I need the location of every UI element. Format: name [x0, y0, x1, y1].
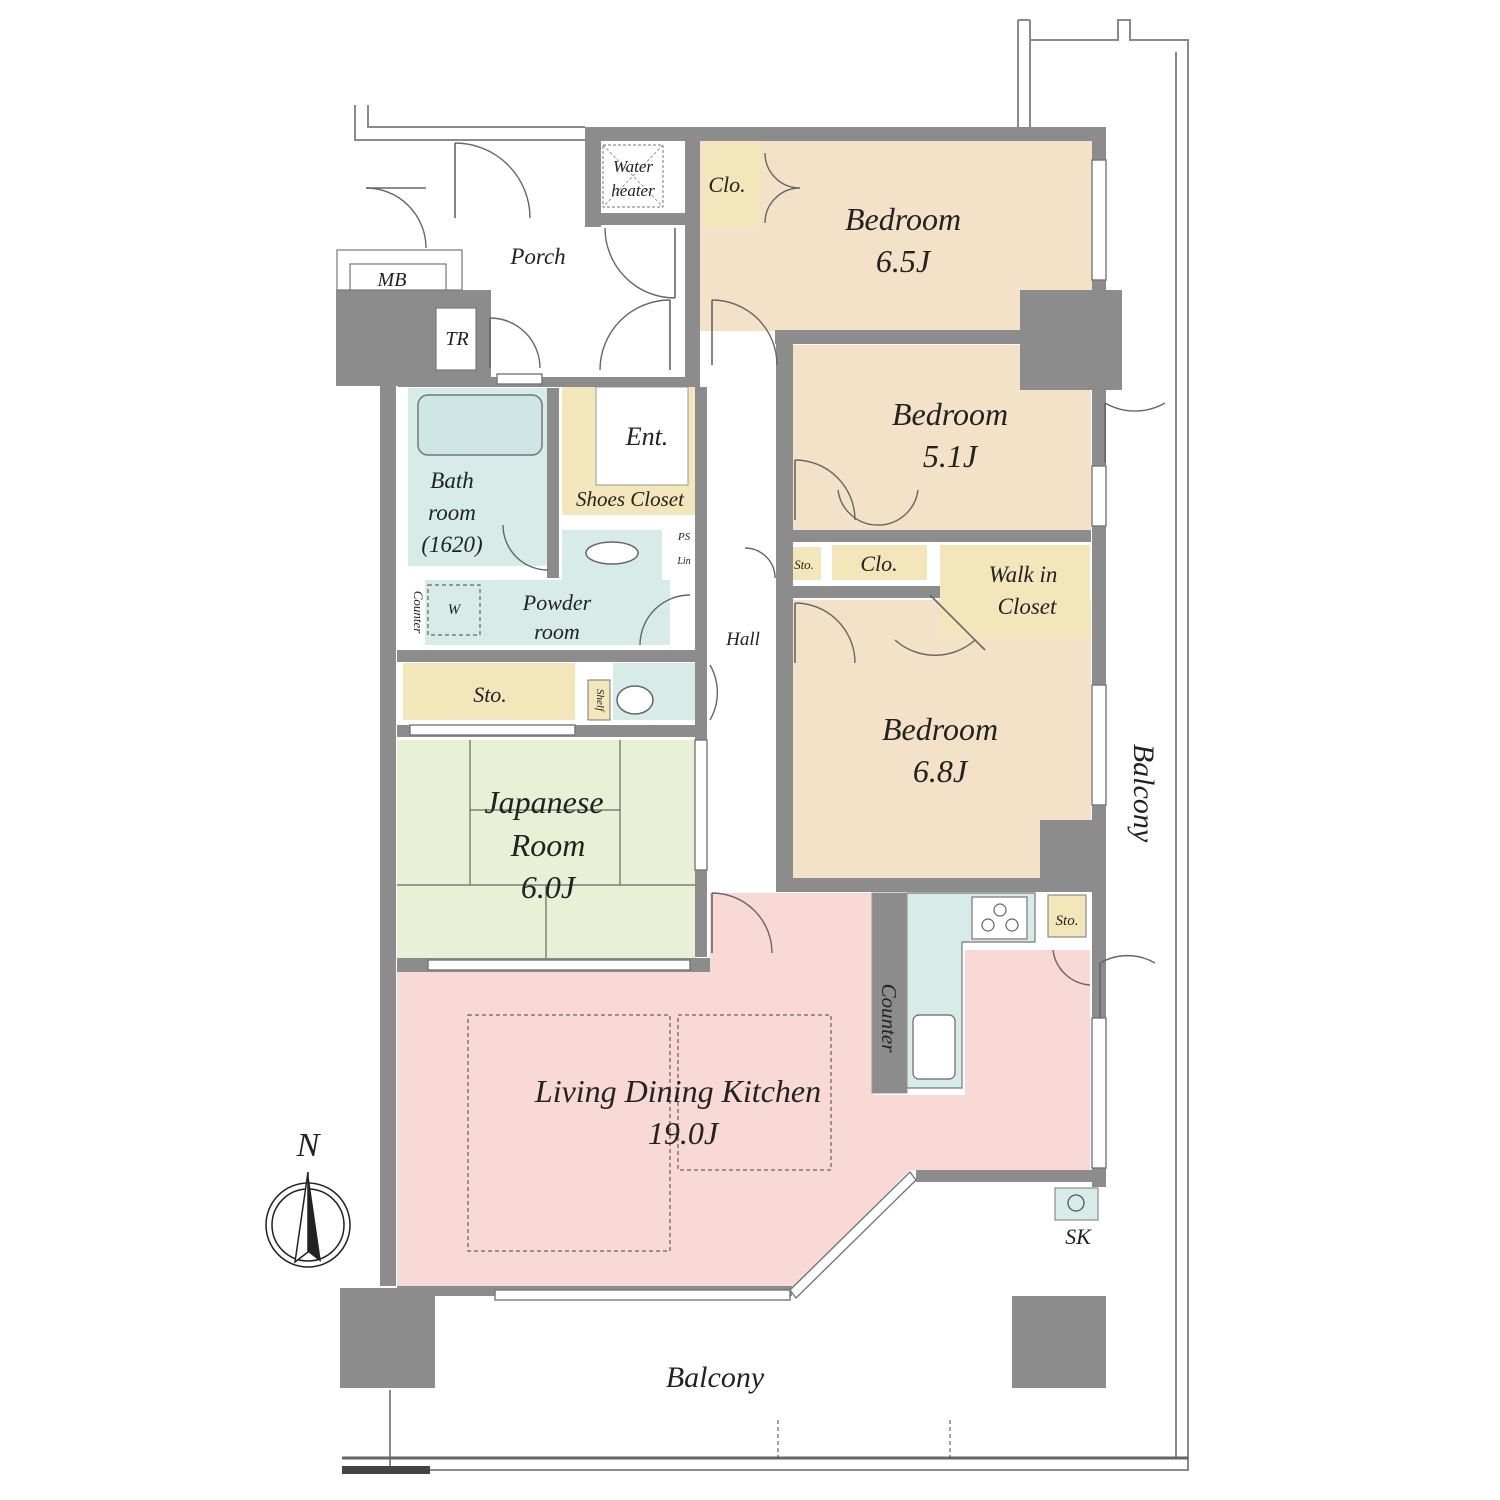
counter-kitchen-label: Counter	[877, 984, 901, 1054]
japanese-room-label-2: Room	[510, 827, 586, 863]
closet-mid	[832, 545, 927, 580]
bathroom-label-2: room	[428, 500, 476, 525]
tr-label: TR	[445, 328, 468, 350]
tatami-lines	[397, 740, 695, 958]
porch-fixtures	[336, 144, 664, 371]
walk-in-closet-label-1: Walk in	[989, 562, 1058, 587]
bedroom-3-size: 6.8J	[913, 753, 969, 789]
hall-label: Hall	[725, 629, 760, 650]
bedroom-2-name: Bedroom	[892, 396, 1008, 432]
bedroom-3-name: Bedroom	[882, 711, 998, 747]
bedroom-1-size: 6.5J	[876, 243, 932, 279]
shelf-label: Shelf	[594, 689, 606, 713]
walk-in-closet-area	[940, 545, 1090, 637]
counter-left-label: Counter	[411, 591, 426, 635]
storage-left-area	[403, 663, 575, 720]
walls	[336, 127, 1122, 1388]
storage-left-label: Sto.	[473, 682, 507, 707]
closet-top	[705, 143, 761, 227]
ldk-size: 19.0J	[648, 1115, 720, 1151]
ldk-name: Living Dining Kitchen	[534, 1073, 821, 1109]
japanese-room-label-1: Japanese	[484, 784, 603, 820]
entrance-label: Ent.	[625, 422, 669, 451]
washer-label: W	[448, 602, 462, 618]
fixtures	[417, 394, 1099, 1252]
porch-label: Porch	[509, 244, 565, 269]
balcony-east-label: Balcony	[1127, 744, 1160, 843]
ldk-area	[397, 893, 1090, 1290]
japanese-room-label-3: 6.0J	[521, 869, 577, 905]
mb-label: MB	[377, 269, 407, 291]
ps-label: PS	[677, 531, 691, 543]
doors	[365, 142, 1166, 1018]
water-heater-label-1: Water	[613, 157, 653, 176]
storage-small-label: Sto.	[794, 557, 814, 572]
kitchen-storage	[1047, 894, 1087, 938]
bathroom-label-3: (1620)	[421, 532, 482, 557]
powder-room-label-1: Powder	[522, 590, 592, 615]
bathroom-label-1: Bath	[430, 468, 473, 493]
kitchen-storage-label: Sto.	[1056, 913, 1079, 929]
closet-top-label: Clo.	[708, 172, 745, 197]
sk-label: SK	[1065, 1224, 1092, 1249]
bedroom-2-size: 5.1J	[923, 438, 979, 474]
water-heater-label-2: heater	[611, 181, 655, 200]
powder-room-area	[425, 580, 670, 645]
north-compass	[265, 1171, 351, 1268]
balcony-south-label: Balcony	[666, 1361, 765, 1394]
entrance-area	[595, 386, 689, 486]
shoes-closet-label: Shoes Closet	[576, 487, 685, 511]
north-label: N	[296, 1127, 322, 1164]
lin-label: Lin	[676, 556, 690, 567]
windows	[409, 159, 1107, 1301]
bedroom-1-name: Bedroom	[845, 201, 961, 237]
closet-mid-label: Clo.	[860, 551, 897, 576]
walk-in-closet-label-2: Closet	[998, 594, 1057, 619]
powder-room-label-2: room	[534, 619, 580, 644]
balcony-railing	[342, 19, 1189, 1474]
